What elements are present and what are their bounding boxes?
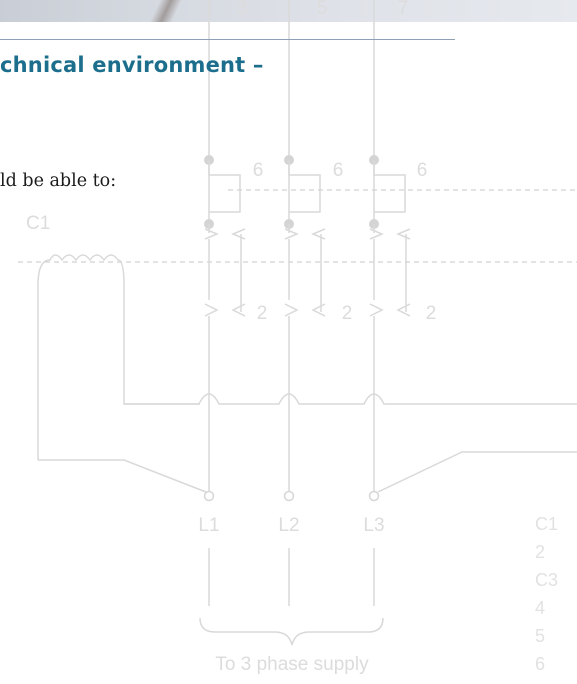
contact-label-1: 6 [253, 160, 264, 181]
line-label-l3: L3 [363, 515, 384, 536]
legend-label-3: C3 [535, 570, 558, 590]
contact-loop-3 [373, 160, 406, 213]
control-wire-right [377, 451, 577, 493]
overload-label-1: 2 [257, 303, 268, 324]
overload-label-2: 2 [342, 303, 353, 324]
line-label-l1: L1 [198, 515, 219, 536]
top-label-3: 7 [398, 0, 409, 19]
terminal-l1 [203, 490, 215, 502]
terminal-l2 [283, 490, 295, 502]
top-label-2: 5 [317, 0, 328, 19]
control-wire-left [38, 459, 207, 493]
overload-label-3: 2 [426, 303, 437, 324]
line-label-l2: L2 [278, 515, 299, 536]
contact-loop-1 [208, 160, 241, 213]
control-coil [37, 254, 200, 460]
legend-label-1: C1 [535, 514, 558, 534]
contact-loop-2 [288, 160, 321, 213]
contactor-contacts [204, 224, 411, 312]
overload-contacts [204, 239, 411, 317]
top-label-1: 3 [237, 0, 248, 19]
control-wire-crossover [124, 393, 577, 405]
body-text: ld be able to: [0, 171, 117, 191]
supply-brace [199, 617, 384, 646]
legend-label-4: 4 [535, 598, 545, 618]
legend-label-5: 5 [535, 626, 545, 646]
header-divider [0, 39, 455, 40]
terminal-l3 [368, 490, 380, 502]
legend-label-6: 6 [535, 654, 545, 674]
legend-label-2: 2 [535, 542, 545, 562]
coil-label: C1 [26, 213, 50, 234]
contact-label-2: 6 [333, 160, 344, 181]
contact-label-3: 6 [417, 160, 428, 181]
section-heading: chnical environment – [0, 53, 264, 77]
supply-label: To 3 phase supply [215, 654, 369, 675]
